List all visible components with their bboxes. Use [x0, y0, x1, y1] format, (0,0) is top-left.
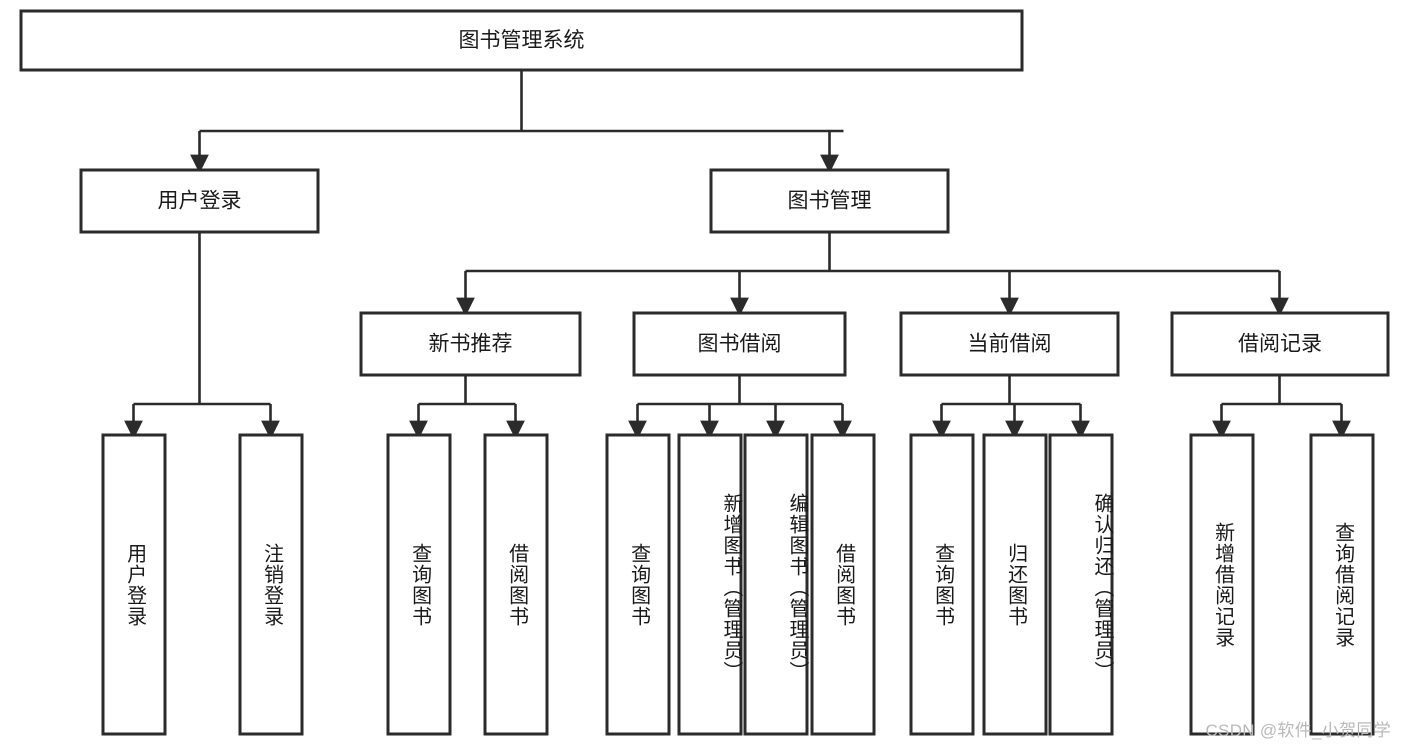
node-current-borrow-label: 当前借阅	[968, 333, 1052, 356]
node-book-borrow-label: 图书借阅	[698, 333, 782, 356]
node-new-book-rec-box[interactable]	[359, 311, 582, 377]
node-leaf-add-book-box[interactable]	[677, 433, 743, 736]
node-new-book-rec-label: 新书推荐	[429, 333, 513, 356]
node-leaf-user-login-box[interactable]	[101, 433, 167, 736]
node-user-login[interactable]: 用户登录	[79, 168, 320, 234]
node-user-login-label: 用户登录	[158, 190, 242, 213]
node-leaf-query-book-bb-box[interactable]	[605, 433, 671, 736]
connector-group-root	[190, 70, 844, 174]
node-leaf-return-book-box[interactable]	[982, 433, 1048, 736]
connector-group-book-manage	[456, 232, 1289, 317]
node-borrow-record-label: 借阅记录	[1238, 333, 1322, 356]
node-current-borrow-box[interactable]	[899, 311, 1120, 377]
node-current-borrow[interactable]: 当前借阅	[899, 311, 1120, 377]
node-book-manage-label: 图书管理	[788, 190, 872, 213]
node-leaf-borrow-book-bb-box[interactable]	[810, 433, 876, 736]
node-leaf-user-logout-box[interactable]	[238, 433, 304, 736]
node-leaf-confirm-return-box[interactable]	[1048, 433, 1114, 736]
connector-group-borrow-record	[1212, 375, 1351, 440]
node-borrow-record-box[interactable]	[1170, 311, 1390, 377]
node-leaf-edit-book-box[interactable]	[743, 433, 809, 736]
connector-group-current-borrow	[932, 375, 1090, 440]
watermark: CSDN @软件_小贺同学	[1205, 721, 1391, 740]
node-leaf-query-record-box[interactable]	[1309, 433, 1375, 736]
node-book-borrow[interactable]: 图书借阅	[632, 311, 847, 377]
node-leaf-add-record-box[interactable]	[1189, 433, 1255, 736]
node-new-book-rec[interactable]: 新书推荐	[359, 311, 582, 377]
node-root-box[interactable]	[19, 9, 1024, 72]
node-leaf-borrow-book-rec-box[interactable]	[483, 433, 549, 736]
connector-group-book-borrow	[628, 375, 852, 440]
node-leaf-query-book-rec-box[interactable]	[386, 433, 452, 736]
node-book-manage[interactable]: 图书管理	[709, 168, 950, 234]
node-leaf-query-book-cb-box[interactable]	[909, 433, 975, 736]
node-book-manage-box[interactable]	[709, 168, 950, 234]
node-borrow-record[interactable]: 借阅记录	[1170, 311, 1390, 377]
node-root-label: 图书管理系统	[459, 29, 585, 52]
connector-group-new-book-rec	[409, 375, 525, 440]
node-root[interactable]: 图书管理系统	[19, 9, 1024, 72]
connector-group-user-login	[124, 232, 280, 440]
node-user-login-box[interactable]	[79, 168, 320, 234]
leaf-boxes	[101, 433, 1375, 736]
node-book-borrow-box[interactable]	[632, 311, 847, 377]
